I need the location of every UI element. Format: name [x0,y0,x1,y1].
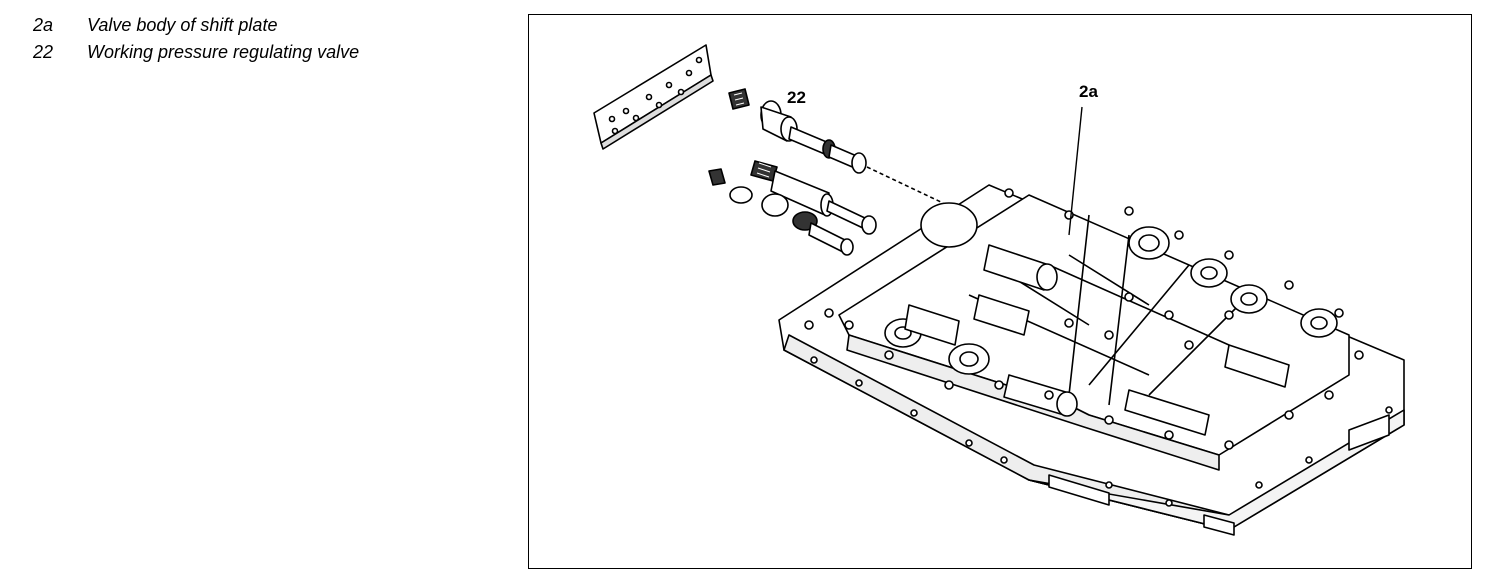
legend-row-2a: 2a Valve body of shift plate [33,12,359,39]
parts-legend: 2a Valve body of shift plate 22 Working … [33,12,359,66]
legend-row-22: 22 Working pressure regulating valve [33,39,359,66]
exploded-view-drawing: 22 2a [593,44,1405,536]
legend-code: 2a [33,15,54,35]
legend-description: Valve body of shift plate [87,15,278,35]
regulating-valve-spool [728,88,944,204]
regulating-valve-parts [708,160,877,256]
legend-code: 22 [33,42,54,62]
cover-plate [593,44,714,150]
diagram-frame: 22 2a [528,14,1472,569]
callout-22: 22 [787,88,806,107]
legend-description: Working pressure regulating valve [87,42,360,62]
valve-body-shift-plate [778,184,1405,536]
callout-2a: 2a [1079,82,1098,101]
